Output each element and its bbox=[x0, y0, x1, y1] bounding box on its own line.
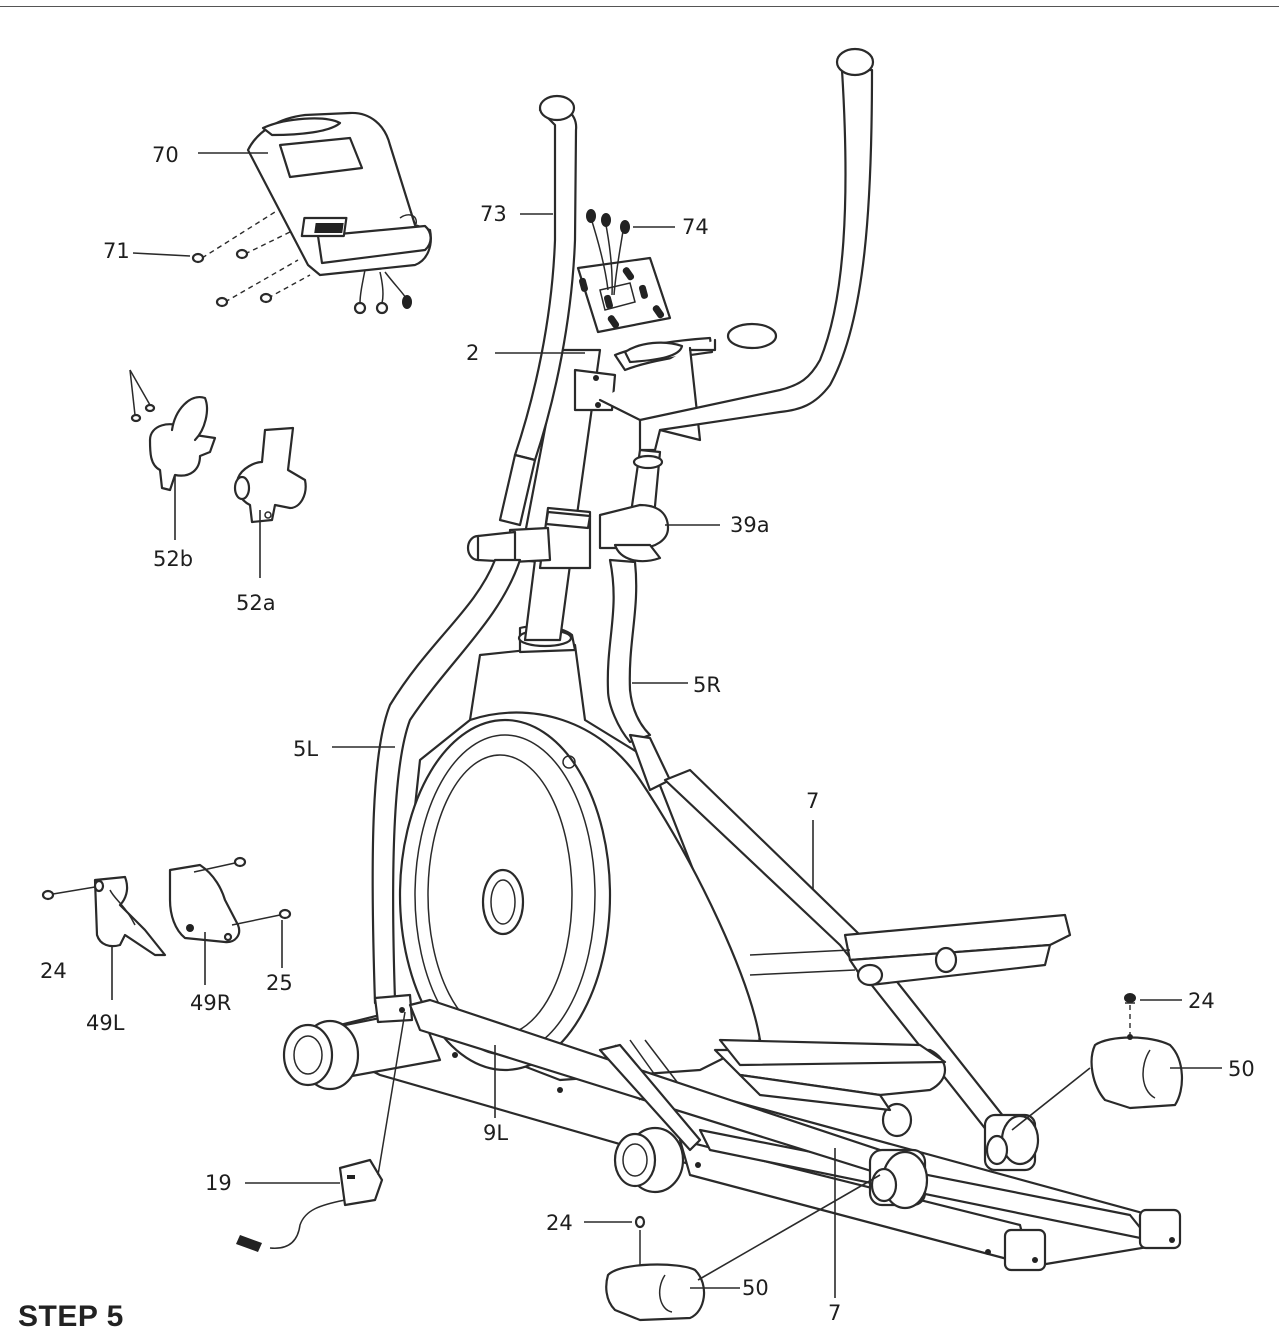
label-74: 74 bbox=[682, 215, 709, 239]
mount-plate bbox=[576, 209, 672, 334]
moving-arm-left bbox=[498, 94, 578, 527]
pivot-assembly bbox=[598, 503, 670, 563]
label-7-lower: 7 bbox=[828, 1301, 841, 1325]
callout-labels: 70 71 73 74 2 52b 52a 39a 5R 5L 7 24 49L… bbox=[40, 143, 1255, 1325]
label-39a: 39a bbox=[730, 513, 770, 537]
label-50-bottom: 50 bbox=[742, 1276, 769, 1300]
label-24-right: 24 bbox=[1188, 989, 1215, 1013]
sensor-19 bbox=[236, 1011, 406, 1252]
end-cap-right bbox=[1090, 993, 1184, 1110]
lower-arm-left bbox=[371, 558, 522, 1024]
label-2: 2 bbox=[466, 341, 479, 365]
front-stabilizer bbox=[282, 1008, 442, 1091]
label-73: 73 bbox=[480, 202, 507, 226]
label-9L: 9L bbox=[483, 1121, 508, 1145]
label-70: 70 bbox=[152, 143, 179, 167]
lower-arm-right bbox=[606, 558, 672, 792]
rear-wheel bbox=[613, 1126, 685, 1194]
upright-mast bbox=[466, 322, 778, 642]
label-49R: 49R bbox=[190, 991, 231, 1015]
label-7-upper: 7 bbox=[806, 789, 819, 813]
label-19: 19 bbox=[205, 1171, 232, 1195]
cover-49L bbox=[41, 875, 167, 957]
callout-leaders bbox=[111, 152, 1222, 1298]
bracket-52a bbox=[233, 426, 307, 524]
bracket-52b bbox=[129, 369, 217, 492]
console-bolts bbox=[191, 248, 273, 308]
label-49L: 49L bbox=[86, 1011, 125, 1035]
label-52a: 52a bbox=[236, 591, 276, 615]
label-24-bottom: 24 bbox=[546, 1211, 573, 1235]
label-50-right: 50 bbox=[1228, 1057, 1255, 1081]
step-title: STEP 5 bbox=[18, 1300, 124, 1333]
label-71: 71 bbox=[103, 239, 130, 263]
pedal-arm-left bbox=[408, 998, 947, 1210]
top-border bbox=[0, 0, 1279, 7]
console bbox=[191, 111, 432, 315]
label-52b: 52b bbox=[153, 547, 193, 571]
end-cap-left bbox=[605, 1215, 706, 1322]
label-5R: 5R bbox=[693, 673, 721, 697]
label-5L: 5L bbox=[293, 737, 318, 761]
cover-49R bbox=[168, 856, 292, 944]
label-25: 25 bbox=[266, 971, 293, 995]
label-24-left: 24 bbox=[40, 959, 67, 983]
